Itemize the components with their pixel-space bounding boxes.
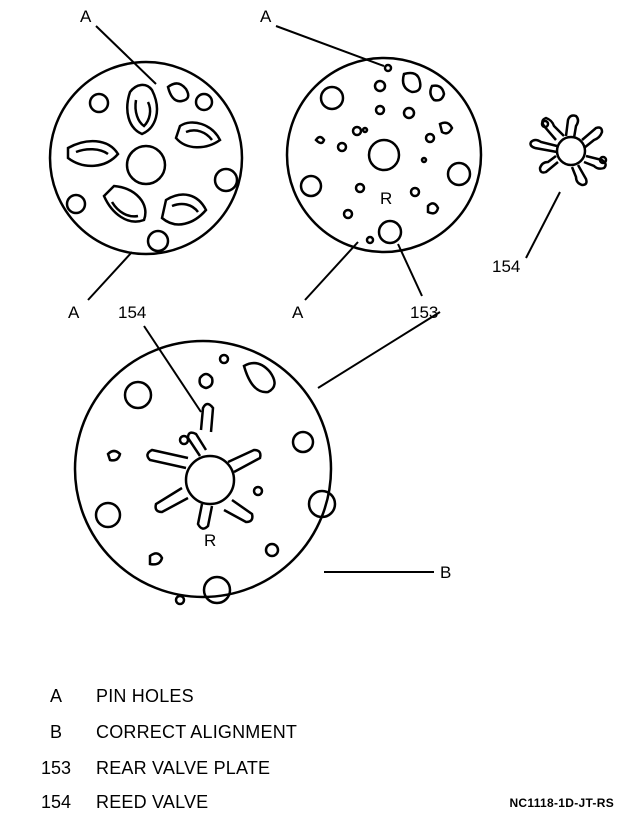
callout-a-bottom-left: A — [68, 303, 80, 322]
rear-valve-plate — [285, 56, 483, 254]
callout-a-lower-middle: A — [292, 303, 304, 322]
assembled-valve-plate — [73, 339, 337, 606]
callout-labels: A A A A R 153 154 154 R B — [68, 7, 520, 582]
callout-154-bottom: 154 — [118, 303, 146, 322]
callout-r-top: R — [380, 189, 392, 208]
callout-154-right: 154 — [492, 257, 520, 276]
callout-153: 153 — [410, 303, 438, 322]
callout-r-bottom: R — [204, 531, 216, 550]
small-reed-valve — [529, 114, 608, 187]
front-reed-plate — [48, 60, 244, 256]
callout-a-top-middle: A — [260, 7, 272, 26]
callout-a-top-left: A — [80, 7, 92, 26]
callout-b: B — [440, 563, 451, 582]
leader-lines — [87, 25, 561, 573]
